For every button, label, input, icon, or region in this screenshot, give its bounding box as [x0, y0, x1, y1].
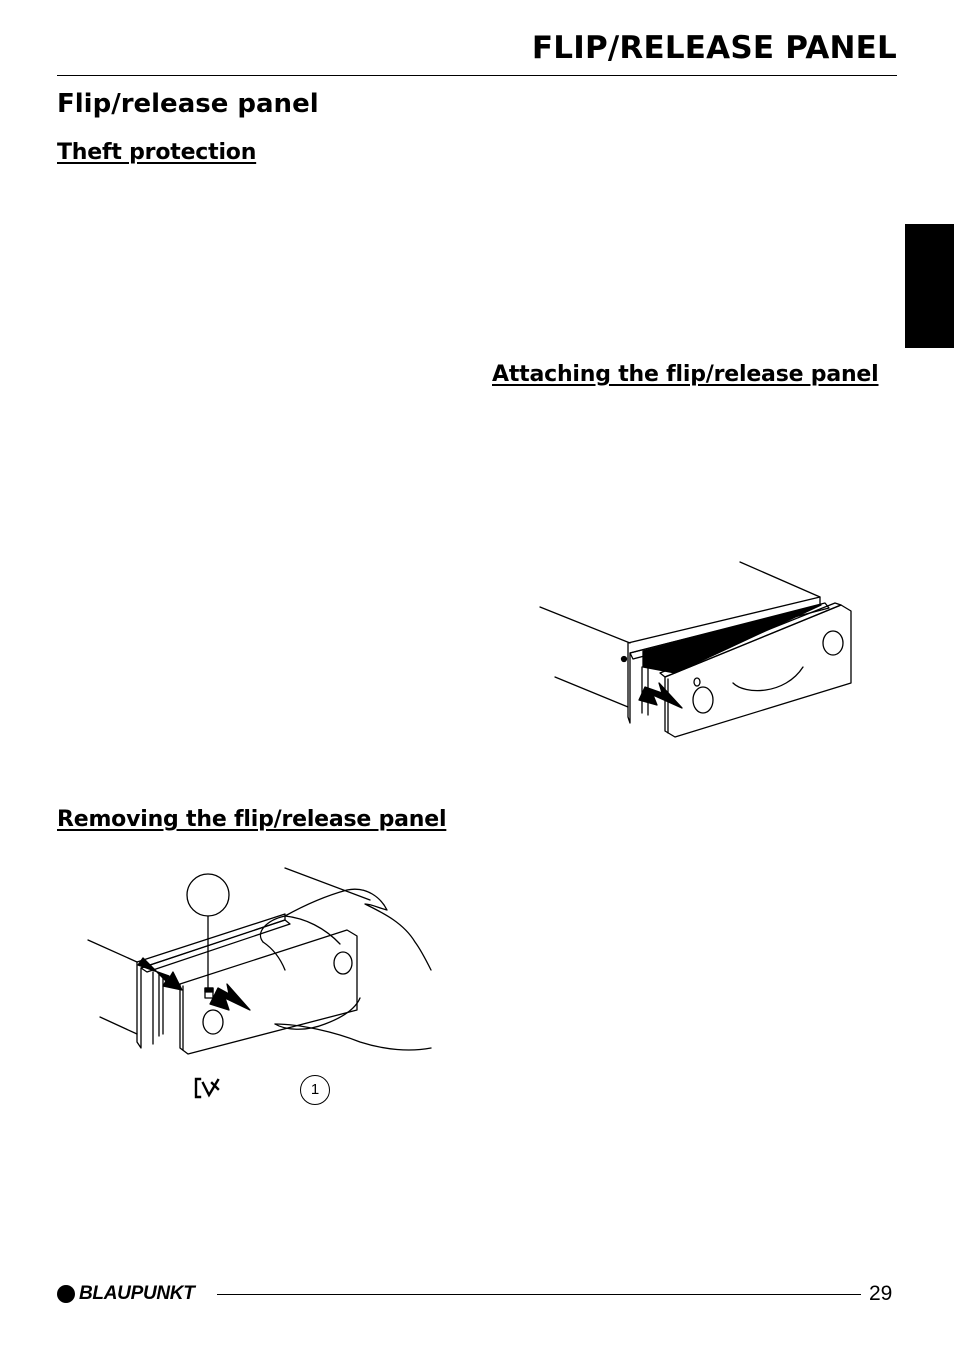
page-number: 29 — [869, 1282, 893, 1305]
panel-release-key-icon — [194, 1077, 220, 1099]
callout-number-1: 1 — [300, 1075, 330, 1105]
radio-panel-attach-illustration — [539, 561, 852, 738]
chapter-tab-marker — [905, 224, 954, 348]
hand-removing-panel-illustration — [87, 867, 432, 1055]
logo-dot-icon — [57, 1285, 75, 1303]
header-divider — [57, 75, 897, 76]
footer-divider — [217, 1294, 861, 1295]
section-title: Flip/release panel — [57, 89, 319, 119]
brand-logo: BLAUPUNKT — [57, 1283, 195, 1305]
subheading-theft-protection: Theft protection — [57, 140, 257, 165]
brand-name: BLAUPUNKT — [79, 1283, 195, 1304]
subheading-removing-panel: Removing the flip/release panel — [57, 807, 447, 832]
page-header: FLIP/RELEASE PANEL — [531, 30, 897, 66]
subheading-attaching-panel: Attaching the flip/release panel — [492, 362, 879, 387]
